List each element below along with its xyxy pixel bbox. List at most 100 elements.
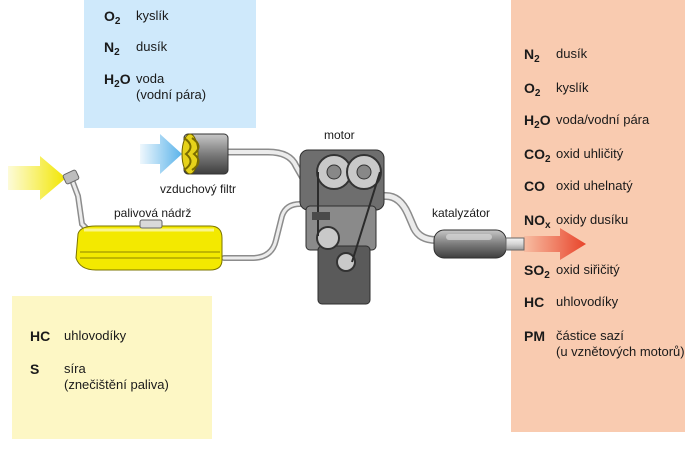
formula-symbol: O (524, 80, 535, 96)
formula-subscript: x (545, 220, 551, 231)
formula-symbol: CO (524, 178, 545, 194)
compound-name: voda/vodní pára (556, 112, 649, 134)
formula-symbol: S (30, 361, 40, 377)
formula-subscript: 2 (534, 120, 540, 131)
compound-name-line: uhlovodíky (556, 294, 619, 309)
compound-name: uhlovodíky (64, 328, 126, 344)
catalyst-label: katalyzátor (432, 206, 491, 220)
formula-symbol: SO (524, 262, 545, 278)
compound-name-note: (vodní pára) (136, 87, 207, 102)
compound-name-line: dusík (556, 46, 588, 61)
fuel-inflow-arrow (8, 156, 66, 200)
compound-formula: H2O (524, 112, 556, 134)
compound-formula: CO (524, 178, 556, 194)
compound-name-line: oxid siřičitý (556, 262, 620, 277)
formula-symbol: PM (524, 328, 545, 344)
air-filter-label: vzduchový filtr (160, 182, 237, 196)
compound-name: částice sazí(u vznětových motorů) (556, 328, 685, 360)
compound-formula: HC (30, 328, 64, 344)
compound-name: oxid uhličitý (556, 146, 623, 168)
formula-symbol: H (104, 71, 115, 87)
formula-subscript: 2 (534, 88, 541, 99)
compound-row: HC uhlovodíky (524, 294, 618, 310)
formula-symbol: H (524, 112, 535, 128)
compound-name-line: oxid uhelnatý (556, 178, 633, 193)
compound-formula: S (30, 361, 64, 393)
formula-subscript: 2 (545, 154, 551, 165)
compound-name-line: oxid uhličitý (556, 146, 624, 161)
formula-symbol: HC (524, 294, 545, 310)
compound-name-line: voda/vodní pára (556, 112, 650, 127)
air-inflow-arrow (140, 134, 182, 174)
fuel-line (221, 201, 303, 261)
fuel-tank (75, 219, 223, 271)
formula-symbol: NO (524, 212, 545, 228)
formula-subscript: 2 (114, 16, 121, 27)
catalytic-converter (433, 229, 525, 259)
compound-name-line: uhlovodíky (64, 328, 127, 343)
compound-name-note: (znečištění paliva) (64, 377, 169, 392)
intake-pipe (218, 148, 308, 184)
exhaust-pipe (368, 192, 440, 244)
formula-symbol: O (539, 112, 551, 128)
formula-symbol: N (524, 46, 535, 62)
compound-row: CO oxid uhelnatý (524, 178, 633, 194)
compound-name: uhlovodíky (556, 294, 618, 310)
compound-name: oxid uhelnatý (556, 178, 633, 194)
compound-name-line: oxidy dusíku (556, 212, 629, 227)
compound-name-line: částice sazí (556, 328, 624, 343)
formula-symbol: CO (524, 146, 545, 162)
compound-name: oxidy dusíku (556, 212, 628, 234)
fuel-tank-label: palivová nádrž (114, 206, 192, 220)
compound-row: HC uhlovodíky (30, 328, 126, 344)
compound-formula: PM (524, 328, 556, 360)
formula-subscript: 2 (114, 47, 120, 58)
compound-name: kyslík (556, 80, 589, 102)
fuel-filler-pipe (69, 177, 93, 235)
compound-formula: NOx (524, 212, 556, 234)
engine-label: motor (324, 128, 355, 142)
compound-name-line: voda (136, 71, 165, 86)
compound-formula: O2 (524, 80, 556, 102)
formula-symbol: O (104, 8, 115, 24)
compound-formula: N2 (104, 39, 136, 61)
compound-name: síra(znečištění paliva) (64, 361, 169, 393)
engine (299, 149, 385, 305)
compound-formula: O2 (104, 8, 136, 30)
compound-formula: SO2 (524, 262, 556, 284)
compound-name-line: dusík (136, 39, 168, 54)
air-composition-panel (84, 0, 256, 128)
compound-name: dusík (136, 39, 167, 61)
filler-cap (62, 169, 80, 185)
formula-subscript: 2 (534, 54, 540, 65)
formula-symbol: HC (30, 328, 51, 344)
compound-name-line: síra (64, 361, 86, 376)
compound-formula: N2 (524, 46, 556, 68)
formula-symbol: O (119, 71, 131, 87)
exhaust-composition-panel (511, 0, 685, 432)
compound-formula: H2O (104, 71, 136, 103)
formula-subscript: 2 (114, 79, 120, 90)
compound-formula: HC (524, 294, 556, 310)
compound-name: dusík (556, 46, 587, 68)
compound-row: PM částice sazí(u vznětových motorů) (524, 328, 685, 360)
compound-name-line: kyslík (556, 80, 589, 95)
compound-name-line: kyslík (136, 8, 169, 23)
compound-name-note: (u vznětových motorů) (556, 344, 685, 359)
fuel-composition-panel (12, 296, 212, 439)
air-filter (181, 133, 229, 175)
formula-symbol: N (104, 39, 115, 55)
compound-row: CO2 oxid uhličitý (524, 146, 623, 168)
compound-name: oxid siřičitý (556, 262, 620, 284)
exhaust-outflow-arrow (524, 228, 586, 260)
